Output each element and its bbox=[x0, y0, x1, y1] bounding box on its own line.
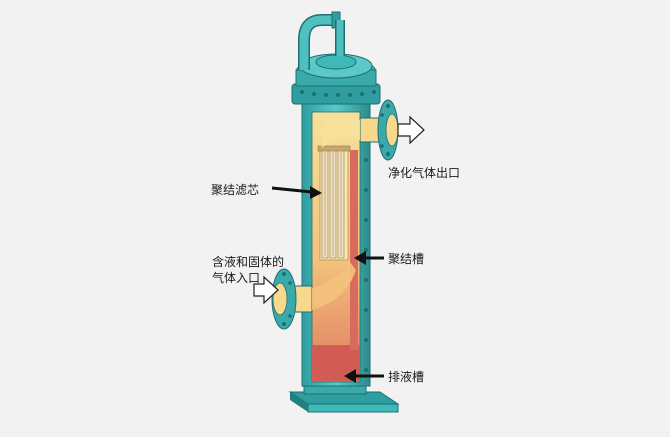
gas-inlet-label: 含液和固体的 气体入口 bbox=[212, 254, 284, 286]
gas-inlet-label-line2: 气体入口 bbox=[212, 271, 261, 285]
gas-inlet-label-line1: 含液和固体的 bbox=[212, 255, 285, 269]
inlet-flow-arrow bbox=[253, 275, 279, 305]
base-plate bbox=[288, 381, 400, 413]
drain-sump-label: 排液槽 bbox=[388, 370, 425, 384]
outlet-flow-arrow bbox=[397, 115, 425, 145]
coalescing-sump-label: 聚结槽 bbox=[388, 252, 425, 266]
shell-bolts bbox=[364, 158, 368, 372]
leader-arrows bbox=[271, 186, 384, 383]
vent-pipe bbox=[298, 11, 345, 70]
coalescing-element-tubes bbox=[317, 145, 351, 259]
leader-coalescing-element bbox=[271, 186, 313, 194]
coalescing-element-label: 聚结滤芯 bbox=[211, 183, 260, 197]
inlet-nozzle bbox=[271, 262, 356, 330]
clean-gas-outlet-label: 净化气体出口 bbox=[388, 166, 461, 180]
flow-arrows bbox=[253, 115, 425, 305]
